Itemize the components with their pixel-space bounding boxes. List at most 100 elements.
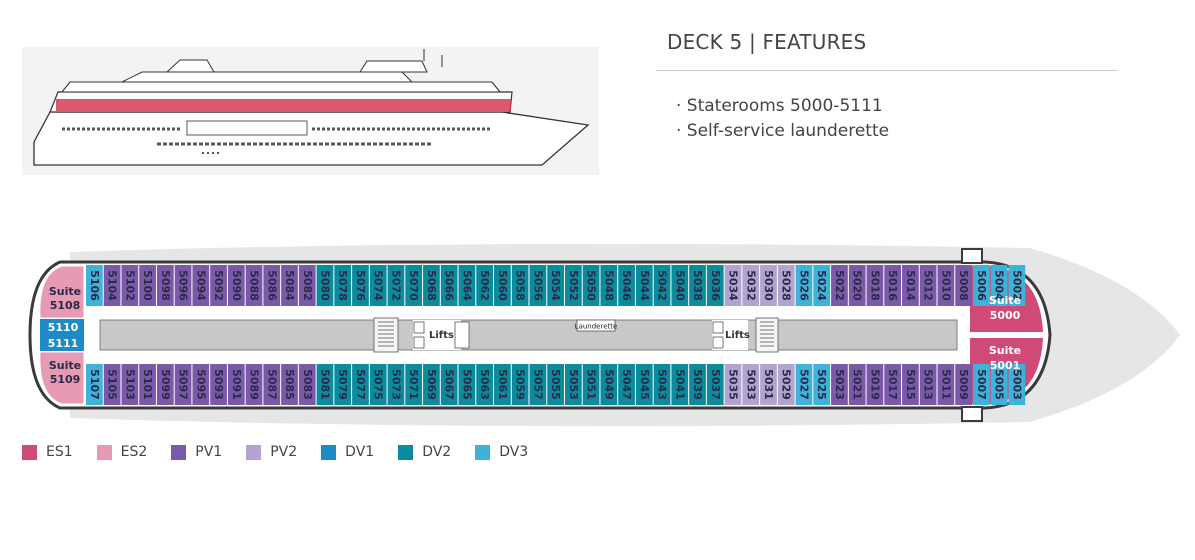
- cabin-5035: [724, 364, 742, 405]
- cabin-label-5102: 5102: [123, 270, 136, 301]
- cabin-label-5003: 5003: [1010, 369, 1023, 400]
- cabin-label-5004: 5004: [993, 270, 1006, 301]
- cabin-5070: [405, 265, 423, 306]
- cabin-label-5091: 5091: [230, 369, 243, 400]
- cabin-5085: [281, 364, 298, 405]
- cabin-label-5066: 5066: [443, 270, 456, 301]
- cabin-label-5094: 5094: [194, 270, 207, 301]
- cabin-label-5022: 5022: [833, 270, 846, 301]
- cabin-5012: [919, 265, 937, 306]
- legend-item-es1: ES1: [22, 444, 73, 460]
- cabin-5094: [192, 265, 210, 306]
- cabin-label-5018: 5018: [868, 270, 881, 301]
- cabin-label-5106: 5106: [88, 270, 101, 301]
- cabin-5110-label: 5110: [48, 321, 79, 334]
- cabin-5009: [955, 364, 972, 405]
- suite-5109: [39, 351, 85, 405]
- cabin-5107: [86, 364, 103, 405]
- cabin-label-5009: 5009: [957, 369, 970, 400]
- cabin-label-5096: 5096: [177, 270, 190, 301]
- cabin-5086: [263, 265, 281, 306]
- cabin-label-5007: 5007: [975, 369, 988, 400]
- cabin-label-5085: 5085: [283, 369, 296, 400]
- cabin-label-5099: 5099: [159, 369, 172, 400]
- cabin-label-5039: 5039: [691, 369, 704, 400]
- cabin-5053: [564, 364, 582, 405]
- legend-label: PV2: [270, 444, 298, 460]
- cabin-5008: [955, 265, 972, 306]
- cabin-5041: [671, 364, 689, 405]
- suite-5000-word: Suite: [989, 294, 1021, 307]
- cabin-5063: [476, 364, 494, 405]
- cabin-5097: [174, 364, 192, 405]
- cabin-5101: [139, 364, 156, 405]
- legend-label: DV2: [422, 444, 452, 460]
- cabin-label-5051: 5051: [585, 369, 598, 400]
- cabin-label-5105: 5105: [106, 369, 119, 400]
- cabin-5034: [724, 265, 742, 306]
- cabin-5026: [795, 265, 813, 306]
- cabin-label-5084: 5084: [283, 270, 296, 301]
- lifts-label-aft: Lifts: [429, 330, 454, 341]
- cabin-label-5075: 5075: [372, 369, 385, 400]
- cabin-5066: [440, 265, 458, 306]
- cabin-label-5087: 5087: [265, 369, 278, 400]
- cabin-label-5078: 5078: [336, 270, 349, 301]
- cabin-label-5077: 5077: [354, 369, 367, 400]
- cabin-label-5082: 5082: [301, 270, 314, 301]
- cabin-label-5035: 5035: [727, 369, 740, 400]
- cabin-5017: [884, 364, 902, 405]
- cabin-label-5014: 5014: [904, 270, 917, 301]
- cabin-5110: [40, 319, 84, 335]
- cabin-5006: [973, 265, 990, 306]
- cabin-label-5079: 5079: [336, 369, 349, 400]
- cabin-5048: [600, 265, 618, 306]
- cabin-label-5067: 5067: [443, 369, 456, 400]
- bow-fender: [961, 248, 983, 264]
- legend-swatch: [246, 444, 262, 460]
- cabin-5054: [547, 265, 564, 306]
- cabin-label-5103: 5103: [123, 369, 136, 400]
- cabin-label-5025: 5025: [815, 369, 828, 400]
- cabin-5042: [653, 265, 671, 306]
- cabin-label-5068: 5068: [425, 270, 438, 301]
- cabin-5068: [423, 265, 440, 306]
- cabin-label-5056: 5056: [531, 270, 544, 301]
- cabin-5079: [334, 364, 352, 405]
- cabin-5027: [795, 364, 813, 405]
- cabin-label-5040: 5040: [673, 270, 686, 301]
- cabin-5032: [742, 265, 760, 306]
- cabin-label-5069: 5069: [425, 369, 438, 400]
- cabin-5023: [831, 364, 848, 405]
- cabin-5056: [529, 265, 547, 306]
- legend-label: PV1: [195, 444, 223, 460]
- cabin-5052: [564, 265, 582, 306]
- cabin-5073: [387, 364, 405, 405]
- legend-swatch: [22, 444, 37, 460]
- cabin-label-5072: 5072: [389, 270, 402, 301]
- cabin-5046: [618, 265, 635, 306]
- suite-5109-number: 5109: [50, 373, 81, 386]
- ship-side-view: [22, 47, 599, 175]
- cabin-5037: [706, 364, 724, 405]
- cabin-label-5074: 5074: [372, 270, 385, 301]
- corridor: [99, 319, 958, 351]
- cabin-5084: [281, 265, 298, 306]
- cabin-label-5005: 5005: [993, 369, 1006, 400]
- cabin-5040: [671, 265, 689, 306]
- cabin-5059: [511, 364, 529, 405]
- cabin-label-5090: 5090: [230, 270, 243, 301]
- cabin-label-5071: 5071: [407, 369, 420, 400]
- cabin-label-5002: 5002: [1010, 270, 1023, 301]
- cabin-5083: [298, 364, 316, 405]
- cabin-label-5017: 5017: [886, 369, 899, 400]
- cabin-5088: [245, 265, 263, 306]
- cabin-5055: [547, 364, 564, 405]
- cabin-5025: [813, 364, 831, 405]
- cabin-5072: [387, 265, 405, 306]
- cabin-label-5063: 5063: [478, 369, 491, 400]
- cabin-5014: [902, 265, 919, 306]
- cabin-5044: [635, 265, 653, 306]
- cabin-5100: [139, 265, 156, 306]
